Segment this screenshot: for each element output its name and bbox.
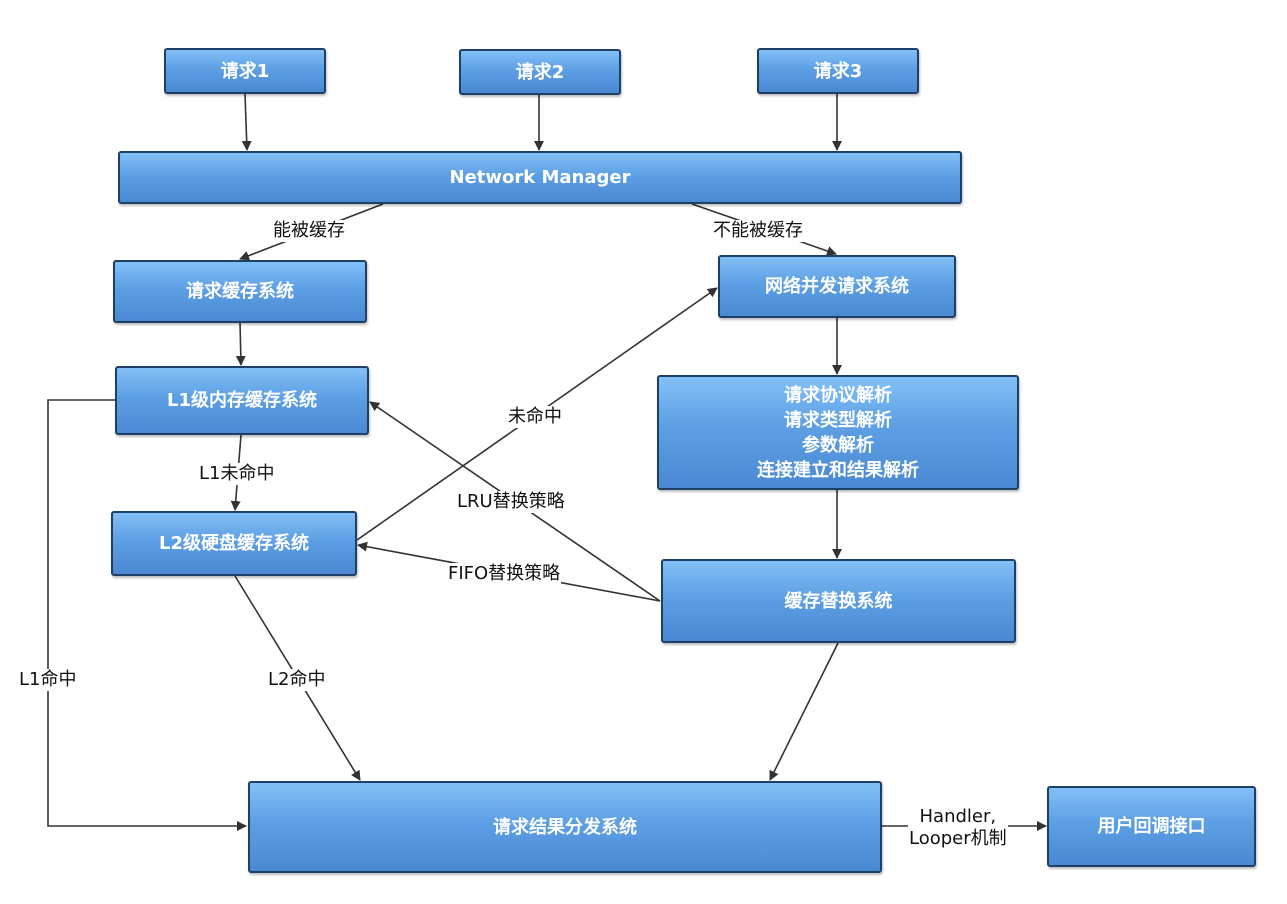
edge-label-lru: LRU替换策略 (456, 491, 566, 513)
cache-replacement-system-box: 缓存替换系统 (661, 559, 1016, 643)
edge-label-not-cacheable: 不能被缓存 (712, 220, 804, 242)
l1-memory-cache-box: L1级内存缓存系统 (115, 366, 369, 435)
request-cache-system-label: 请求缓存系统 (186, 281, 294, 302)
l1-memory-cache-label: L1级内存缓存系统 (167, 390, 317, 411)
arrow-cache-to-l1 (235, 321, 246, 366)
edge-label-miss: 未命中 (507, 406, 563, 428)
request-1-box: 请求1 (164, 48, 326, 94)
request-3-label: 请求3 (813, 60, 863, 82)
edge-label-l1-hit: L1命中 (18, 669, 78, 691)
parsing-box: 请求协议解析 请求类型解析 参数解析 连接建立和结果解析 (657, 375, 1019, 490)
parse-line-2: 请求类型解析 (784, 409, 892, 431)
network-manager-label: Network Manager (449, 167, 631, 188)
arrow-replace-to-dispatch (769, 642, 839, 781)
concurrent-request-system-box: 网络并发请求系统 (718, 255, 956, 318)
user-callback-interface-label: 用户回调接口 (1097, 816, 1206, 837)
edge-label-handler-line1: Handler, (919, 806, 997, 827)
edge-label-handler-line2: Looper机制 (909, 828, 1007, 849)
arrow-req1-to-manager (241, 93, 252, 151)
arrow-l1-hit-to-dispatch (47, 399, 247, 831)
request-2-box: 请求2 (459, 49, 621, 95)
network-manager-box: Network Manager (118, 151, 962, 204)
cache-replacement-system-label: 缓存替换系统 (784, 590, 893, 612)
l2-disk-cache-label: L2级硬盘缓存系统 (159, 533, 309, 554)
request-2-label: 请求2 (515, 61, 565, 83)
request-cache-system-box: 请求缓存系统 (113, 260, 367, 323)
parse-line-4: 连接建立和结果解析 (757, 459, 919, 481)
result-dispatch-system-label: 请求结果分发系统 (493, 816, 637, 838)
parse-line-1: 请求协议解析 (784, 384, 892, 406)
request-3-box: 请求3 (757, 48, 919, 94)
request-1-label: 请求1 (220, 60, 270, 82)
result-dispatch-system-box: 请求结果分发系统 (248, 781, 882, 873)
edge-label-l1-miss: L1未命中 (198, 463, 276, 485)
concurrent-request-system-label: 网络并发请求系统 (765, 276, 909, 297)
user-callback-interface-box: 用户回调接口 (1047, 786, 1256, 867)
edge-label-fifo: FIFO替换策略 (447, 563, 562, 585)
edge-label-l2-hit: L2命中 (267, 669, 327, 691)
edge-label-handler-looper: Handler, Looper机制 (908, 806, 1008, 850)
l2-disk-cache-box: L2级硬盘缓存系统 (111, 511, 357, 576)
edge-label-cacheable: 能被缓存 (272, 220, 346, 242)
parse-line-3: 参数解析 (802, 434, 874, 456)
